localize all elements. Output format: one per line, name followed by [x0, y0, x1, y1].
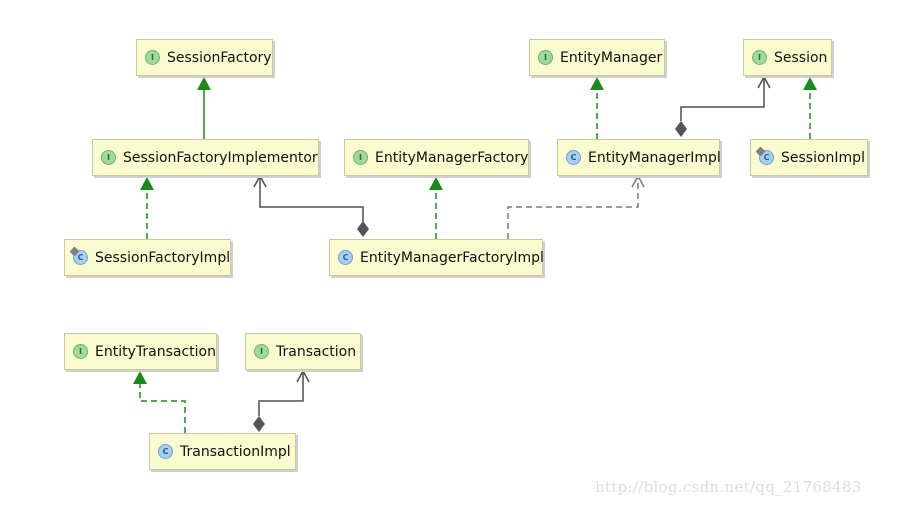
node-label: EntityManager	[560, 49, 663, 66]
node-label: TransactionImpl	[180, 443, 291, 460]
node-label: EntityManagerFactoryImpl	[360, 249, 544, 266]
node-session-factory[interactable]: I SessionFactory	[136, 39, 273, 76]
edge-implements	[139, 384, 186, 433]
class-icon: C	[566, 150, 581, 165]
node-entity-manager-factory[interactable]: I EntityManagerFactory	[344, 139, 529, 176]
class-icon: C	[755, 146, 774, 165]
class-icon: C	[158, 444, 173, 459]
arrowhead-triangle	[590, 77, 604, 90]
edge-composition	[680, 77, 765, 121]
arrowhead-triangle	[803, 77, 817, 90]
node-label: Session	[774, 49, 828, 66]
arrowhead-triangle	[429, 177, 443, 190]
interface-icon: I	[101, 150, 116, 165]
class-icon: C	[69, 246, 88, 265]
edge-dependency	[507, 176, 639, 239]
composition-diamond	[357, 221, 369, 237]
node-entity-manager[interactable]: I EntityManager	[529, 39, 665, 76]
node-label: SessionImpl	[781, 149, 865, 166]
node-label: EntityTransaction	[95, 343, 216, 360]
class-icon: C	[338, 250, 353, 265]
node-transaction[interactable]: I Transaction	[245, 333, 361, 370]
node-label: EntityManagerImpl	[588, 149, 721, 166]
arrowhead-triangle	[133, 371, 147, 384]
node-entity-transaction[interactable]: I EntityTransaction	[64, 333, 217, 370]
node-session[interactable]: I Session	[743, 39, 832, 76]
node-session-factory-impl[interactable]: C SessionFactoryImpl	[64, 239, 231, 276]
node-session-impl[interactable]: C SessionImpl	[750, 139, 868, 176]
interface-icon: I	[73, 344, 88, 359]
composition-diamond	[675, 121, 687, 137]
interface-icon: I	[538, 50, 553, 65]
node-session-factory-implementor[interactable]: I SessionFactoryImplementor	[92, 139, 319, 176]
composition-diamond	[253, 416, 265, 432]
node-label: SessionFactory	[167, 49, 272, 66]
node-label: SessionFactoryImplementor	[123, 149, 318, 166]
node-entity-manager-factory-impl[interactable]: C EntityManagerFactoryImpl	[329, 239, 544, 276]
interface-icon: I	[145, 50, 160, 65]
arrowhead-open	[296, 369, 310, 383]
interface-icon: I	[752, 50, 767, 65]
arrowhead-open	[253, 174, 267, 188]
edge-composition	[259, 176, 364, 223]
arrowhead-triangle	[140, 177, 154, 190]
node-label: SessionFactoryImpl	[95, 249, 231, 266]
node-entity-manager-impl[interactable]: C EntityManagerImpl	[557, 139, 721, 176]
edge-composition	[258, 371, 304, 416]
node-label: Transaction	[276, 343, 357, 360]
watermark: http://blog.csdn.net/qq_21768483	[595, 478, 862, 496]
arrowhead-open	[631, 174, 645, 188]
node-transaction-impl[interactable]: C TransactionImpl	[149, 433, 296, 470]
node-label: EntityManagerFactory	[375, 149, 529, 166]
interface-icon: I	[254, 344, 269, 359]
arrowhead-triangle	[197, 77, 211, 90]
interface-icon: I	[353, 150, 368, 165]
arrowhead-open	[757, 75, 771, 89]
